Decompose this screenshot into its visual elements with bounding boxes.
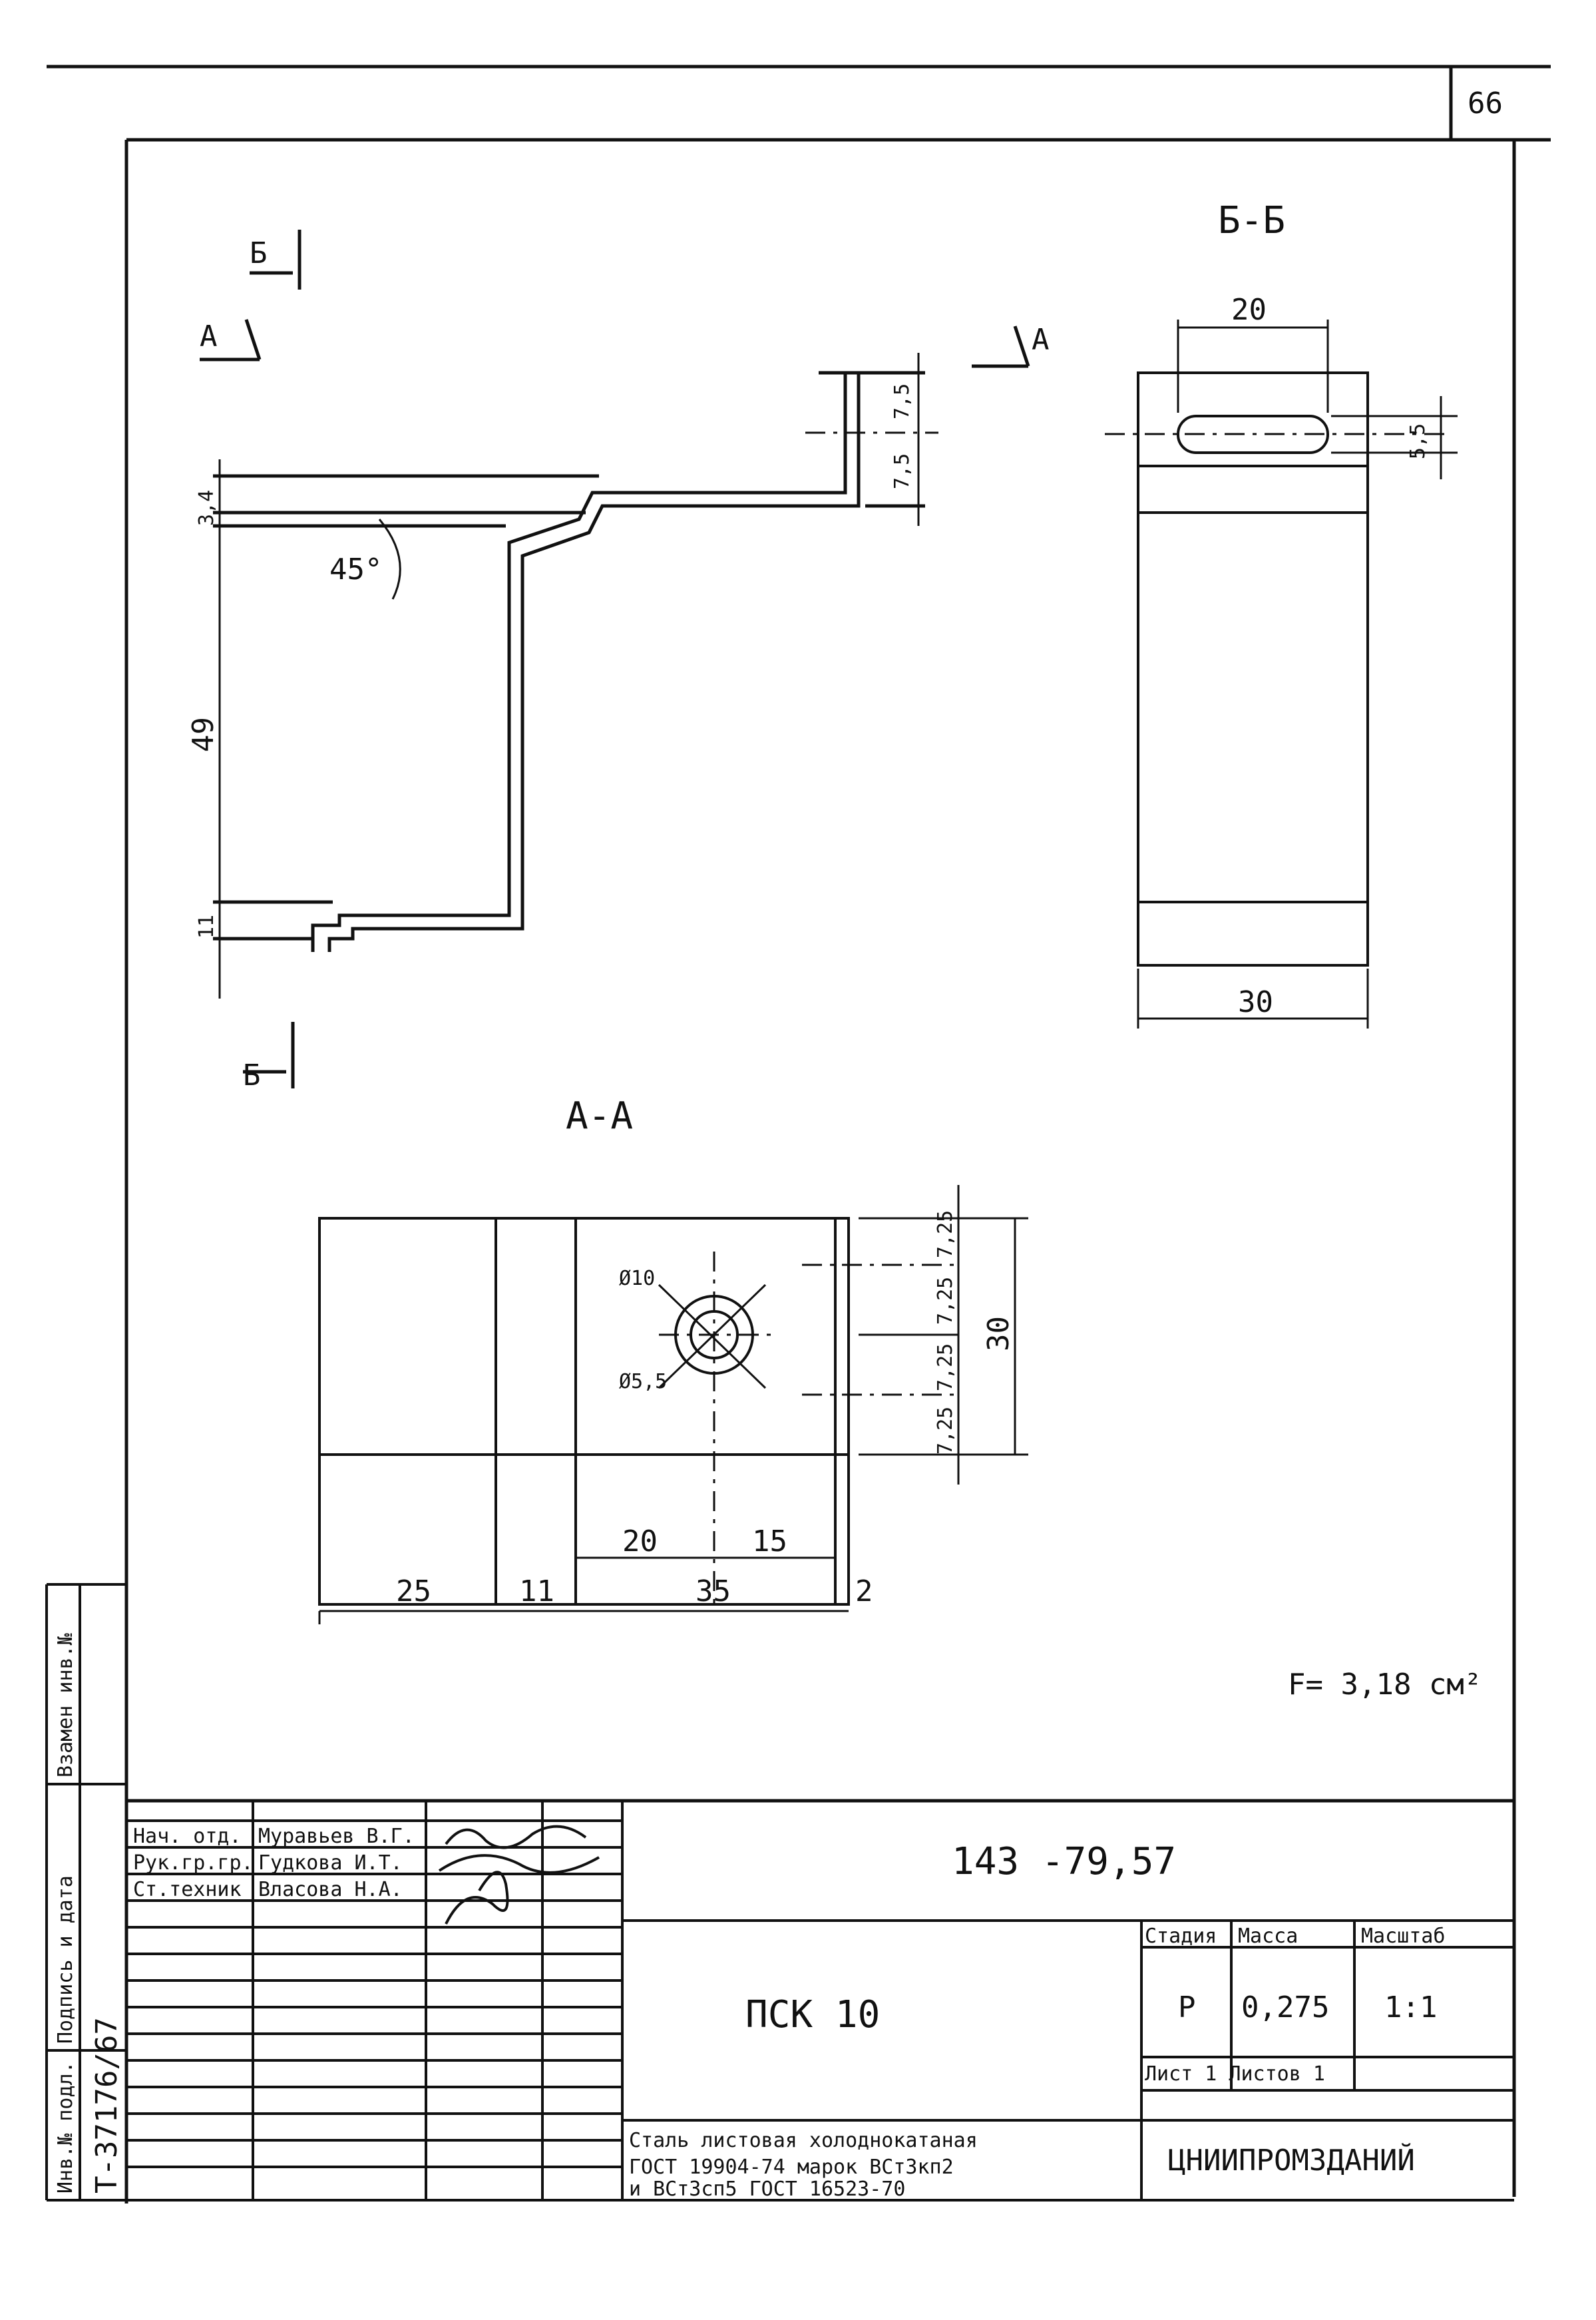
name-head: Муравьев В.Г. — [258, 1825, 415, 1848]
name-group-lead: Гудкова И.Т. — [258, 1851, 403, 1875]
dim-phi-10: Ø10 — [619, 1267, 655, 1290]
bracket-profile — [213, 371, 938, 952]
cut-marks — [200, 230, 1030, 1088]
title-block-grid — [126, 1801, 1514, 2202]
dim-aa-25: 25 — [396, 1574, 431, 1608]
material-line-3: и ВСт3сп5 ГОСТ 16523-70 — [629, 2178, 905, 2201]
side-stamp-replaces: Взамен инв.№ — [54, 1633, 77, 1777]
role-technician: Ст.техник — [133, 1878, 242, 1901]
cut-mark-b-bottom: Б — [243, 1058, 261, 1092]
cut-mark-b-top: Б — [250, 236, 268, 270]
scale-value: 1:1 — [1384, 1990, 1437, 2024]
cut-mark-a-left: А — [200, 320, 218, 353]
dim-aa-7-25-b: 7,25 — [934, 1277, 957, 1325]
top-border — [47, 65, 1551, 2197]
main-frame — [124, 138, 1514, 2204]
section-bb-title: Б-Б — [1218, 199, 1285, 242]
side-stamp — [45, 1583, 126, 2202]
section-bb-view — [1105, 320, 1458, 1029]
col-mass: Масса — [1238, 1925, 1298, 1948]
page-number: 66 — [1468, 87, 1503, 120]
dim-aa-30: 30 — [982, 1316, 1016, 1351]
dim-49: 49 — [186, 717, 220, 752]
dim-45-deg: 45° — [329, 553, 382, 586]
material-line-1: Сталь листовая холоднокатаная — [629, 2129, 978, 2152]
product-name: ПСК 10 — [745, 1993, 880, 2036]
dim-aa-20: 20 — [622, 1524, 658, 1558]
profile-dimension-chain — [218, 353, 920, 999]
stage-value: Р — [1178, 1990, 1196, 2024]
dim-7-5-top: 7,5 — [891, 383, 914, 419]
side-stamp-inv-label: Инв.№ подл. — [54, 2061, 77, 2194]
dim-bb-20: 20 — [1231, 293, 1267, 327]
dim-aa-7-25-c: 7,25 — [934, 1343, 957, 1391]
sheet-row: Лист 1 Листов 1 — [1145, 2062, 1325, 2086]
organization: ЦНИИПРОМЗДАНИЙ — [1168, 2142, 1415, 2178]
dim-aa-2: 2 — [855, 1574, 873, 1608]
col-stage: Стадия — [1145, 1925, 1217, 1948]
area-note: F= 3,18 см² — [1288, 1668, 1482, 1702]
side-stamp-inv-value: Т-37176/67 — [90, 2017, 124, 2194]
dim-11: 11 — [195, 915, 218, 939]
dim-aa-7-25-d: 7,25 — [934, 1407, 957, 1455]
role-head: Нач. отд. — [133, 1825, 242, 1848]
name-technician: Власова Н.А. — [258, 1878, 403, 1901]
dim-aa-35: 35 — [696, 1574, 731, 1608]
dim-aa-11: 11 — [519, 1574, 554, 1608]
section-aa-view — [318, 1185, 1028, 1624]
dim-phi-5-5: Ø5,5 — [619, 1370, 667, 1393]
section-aa-title: А-А — [566, 1094, 633, 1138]
col-scale: Масштаб — [1361, 1925, 1445, 1948]
side-stamp-signature-date: Подпись и дата — [54, 1875, 77, 2044]
dim-aa-7-25-a: 7,25 — [934, 1210, 957, 1258]
material-line-2: ГОСТ 19904-74 марок ВСт3кп2 — [629, 2156, 954, 2179]
role-group-lead: Рук.гр.гр. — [133, 1851, 254, 1875]
dim-7-5-bottom: 7,5 — [891, 453, 914, 489]
dim-bb-30: 30 — [1238, 985, 1273, 1019]
dim-bb-5-5: 5,5 — [1406, 423, 1430, 459]
dim-3-4: 3,4 — [195, 490, 218, 526]
doc-number: 143 -79,57 — [952, 1840, 1176, 1883]
dim-aa-15: 15 — [752, 1524, 787, 1558]
mass-value: 0,275 — [1241, 1990, 1329, 2024]
cut-mark-a-right: А — [1032, 323, 1050, 357]
signatures — [438, 1825, 600, 1925]
